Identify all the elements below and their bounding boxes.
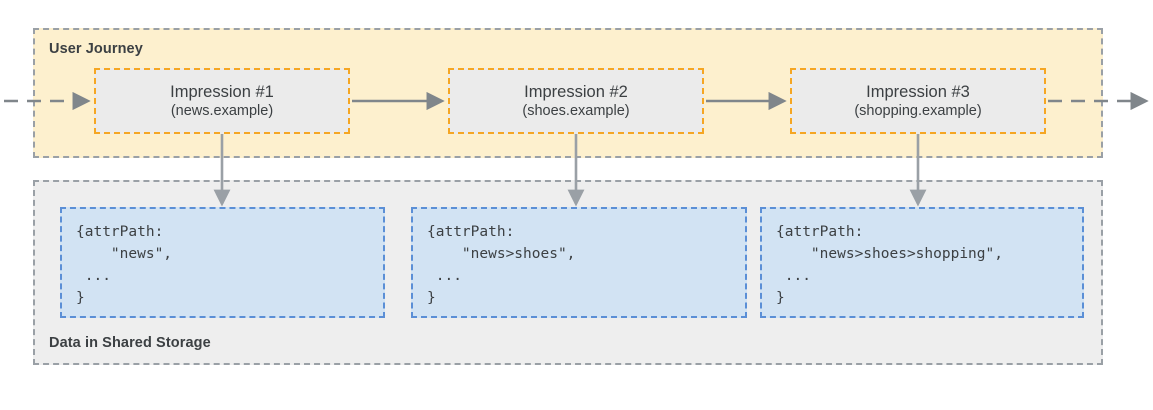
- impression-node-2: Impression #2 (shoes.example): [448, 68, 704, 134]
- impression-title-3: Impression #3: [866, 82, 970, 101]
- storage-entry-code-2: {attrPath: "news>shoes", ... }: [427, 224, 576, 307]
- impression-title-2: Impression #2: [524, 82, 628, 101]
- shared-storage-label: Data in Shared Storage: [49, 335, 211, 351]
- storage-entry-2: {attrPath: "news>shoes", ... }: [411, 207, 747, 318]
- user-journey-label: User Journey: [49, 41, 143, 57]
- storage-entry-3: {attrPath: "news>shoes>shopping", ... }: [760, 207, 1084, 318]
- storage-entry-code-3: {attrPath: "news>shoes>shopping", ... }: [776, 224, 1003, 307]
- impression-site-3: (shopping.example): [854, 103, 982, 120]
- storage-entry-code-1: {attrPath: "news", ... }: [76, 224, 173, 307]
- impression-site-1: (news.example): [170, 103, 274, 120]
- impression-site-2: (shoes.example): [522, 103, 630, 120]
- impression-title-1: Impression #1: [170, 82, 274, 101]
- impression-node-3: Impression #3 (shopping.example): [790, 68, 1046, 134]
- impression-node-1: Impression #1 (news.example): [94, 68, 350, 134]
- storage-entry-1: {attrPath: "news", ... }: [60, 207, 385, 318]
